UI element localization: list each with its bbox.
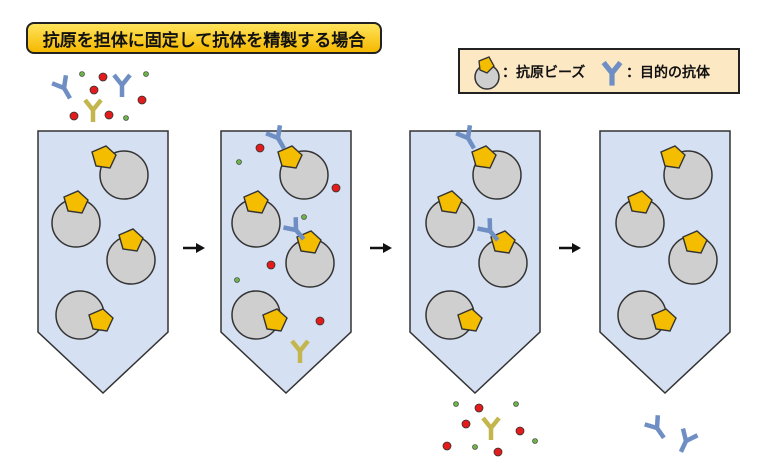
arrow-right-icon [183,243,205,253]
legend-icons [474,56,623,90]
legend-box: ：抗原ビーズ ：目的の抗体 [458,48,740,94]
flow-through-impurities [442,401,538,457]
column-2-beads [231,125,341,363]
input-mixture [52,71,149,123]
eluted-antibodies [645,415,698,455]
antigen-bead-icon [474,56,500,90]
legend-antibody-label: ：目的の抗体 [626,65,710,81]
arrow-right-icon [370,243,392,253]
arrow-right-icon [559,243,581,253]
antibody-y-icon [601,60,623,86]
title-text: 抗原を担体に固定して抗体を精製する場合 [42,30,366,51]
legend-bead-label: ：抗原ビーズ [502,65,586,81]
title-banner: 抗原を担体に固定して抗体を精製する場合 [26,22,382,54]
